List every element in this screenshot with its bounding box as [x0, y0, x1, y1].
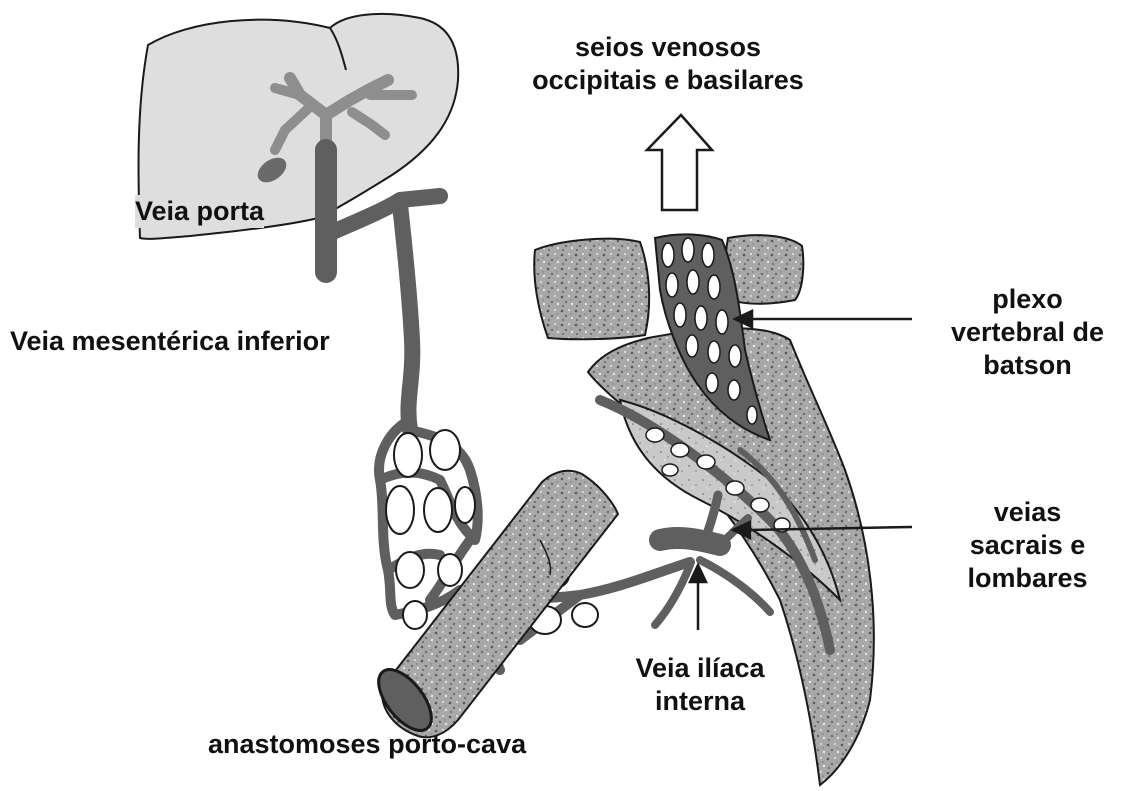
upward-arrow-icon — [647, 115, 712, 210]
label-veia-iliaca: Veia ilíaca interna — [605, 652, 795, 718]
label-veia-mesenterica: Veia mesentérica inferior — [10, 325, 330, 358]
label-seios-line1: seios venosos — [498, 31, 838, 64]
label-plexo-vertebral: plexo vertebral de batson — [925, 283, 1130, 382]
label-iliaca-line2: interna — [605, 685, 795, 718]
label-plexo-line2: vertebral de — [925, 316, 1130, 349]
label-sacrais-line3: lombares — [940, 562, 1115, 595]
label-seios-venosos: seios venosos occipitais e basilares — [498, 31, 838, 97]
vertebra-left — [534, 239, 649, 340]
label-sacrais-line1: veias — [940, 496, 1115, 529]
label-veia-porta: Veia porta — [135, 195, 264, 228]
internal-iliac-vein — [660, 538, 720, 545]
label-seios-line2: occipitais e basilares — [498, 64, 838, 97]
label-iliaca-line1: Veia ilíaca — [605, 652, 795, 685]
label-plexo-line1: plexo — [925, 283, 1130, 316]
mesenteric-vein — [326, 196, 440, 430]
label-plexo-line3: batson — [925, 349, 1130, 382]
label-anastomoses: anastomoses porto-cava — [208, 728, 526, 761]
label-veias-sacrais: veias sacrais e lombares — [940, 496, 1115, 595]
label-sacrais-line2: sacrais e — [940, 529, 1115, 562]
